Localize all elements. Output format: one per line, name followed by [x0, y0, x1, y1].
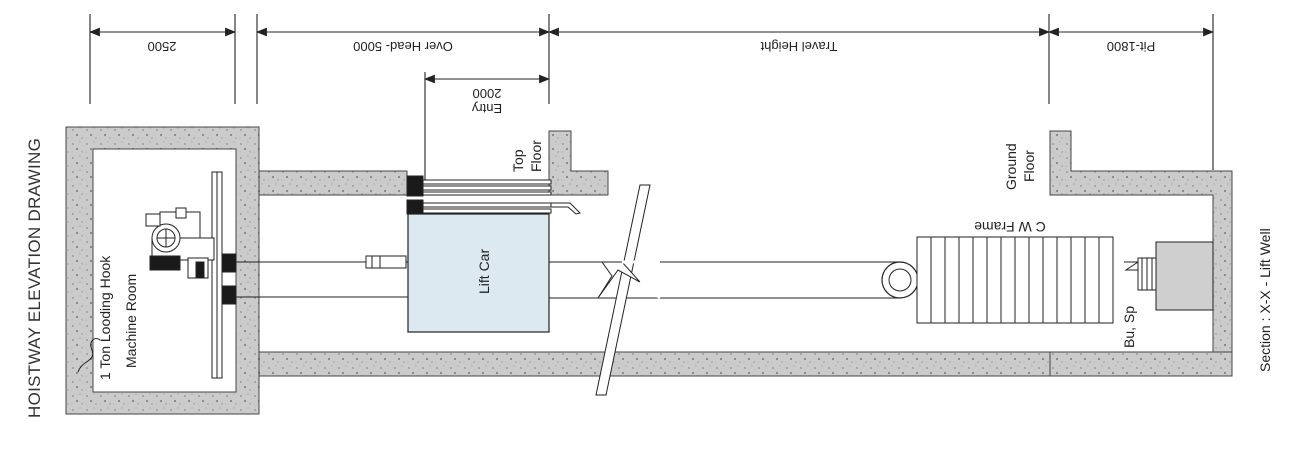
- dim-entry-label: Entry: [471, 101, 502, 116]
- ground-floor-label-2: Floor: [1021, 150, 1037, 182]
- lift-car-label: Lift Car: [476, 249, 492, 294]
- hook-label: 1 Ton Looding Hook: [97, 255, 113, 380]
- hook-leader: [77, 337, 101, 373]
- dim-pit: Pit-1800: [1107, 39, 1155, 54]
- cw-frame: [916, 236, 1114, 324]
- ground-floor-label-1: Ground: [1003, 143, 1019, 190]
- diverter-pulley: [881, 261, 919, 299]
- drawing-title: HOISTWAY ELEVATION DRAWING: [25, 138, 44, 418]
- lift-car: [407, 213, 550, 333]
- top-floor-label-2: Floor: [528, 140, 544, 172]
- dim-entry-value: 2000: [473, 86, 502, 101]
- buffer-spring: [1124, 241, 1214, 311]
- cw-frame-label: C W Frame: [974, 219, 1046, 235]
- section-label: Section : X-X - Lift Well: [1257, 228, 1273, 372]
- concrete-structure: [65, 126, 1233, 415]
- top-floor-label-1: Top: [510, 149, 526, 172]
- dim-overhead: Over Head- 5000: [353, 39, 453, 54]
- dim-machine-room: 2500: [148, 39, 177, 54]
- hoist-ropes: [236, 255, 900, 299]
- buffer-label: Bu, Sp: [1121, 306, 1137, 348]
- machine-room-label: Machine Room: [123, 274, 139, 368]
- machine-equipment: [145, 171, 237, 379]
- dimension-lines: [88, 14, 1215, 180]
- door-assembly: [406, 175, 581, 215]
- break-symbol: [595, 184, 661, 396]
- dim-travel-height: Travel Height: [760, 39, 837, 54]
